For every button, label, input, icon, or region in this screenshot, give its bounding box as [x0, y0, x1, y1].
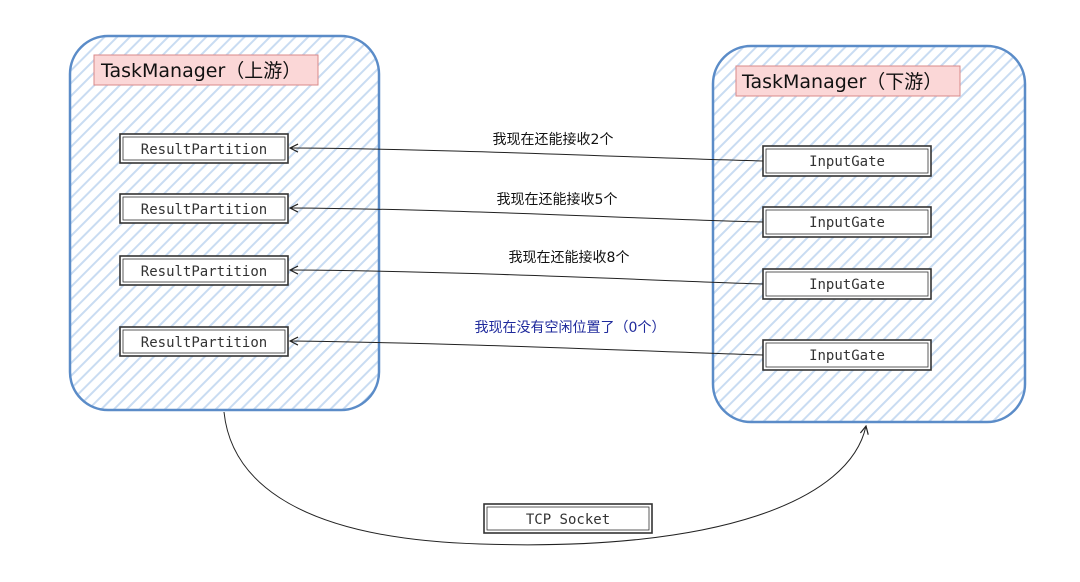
result-partition-3: ResultPartition — [119, 255, 289, 286]
input-gate-label: InputGate — [809, 215, 885, 231]
upstream-title: TaskManager（上游） — [100, 60, 301, 82]
downstream-title: TaskManager（下游） — [741, 71, 942, 93]
upstream-title-box — [93, 54, 319, 86]
result-partition-4: ResultPartition — [119, 326, 289, 357]
credit-message-3: 我现在还能接收8个 — [509, 249, 630, 266]
input-gate-3: InputGate — [762, 268, 932, 300]
result-partition-label: ResultPartition — [141, 142, 267, 158]
result-partition-label: ResultPartition — [141, 202, 267, 218]
credit-message-2: 我现在还能接收5个 — [497, 191, 618, 208]
tcp-socket-label: TCP Socket — [526, 512, 610, 528]
result-partition-2: ResultPartition — [119, 193, 289, 224]
credit-arrow-1 — [290, 148, 764, 162]
input-gate-2: InputGate — [762, 206, 932, 238]
credit-arrow-2 — [290, 208, 764, 223]
downstream-title-box — [735, 65, 961, 97]
tcp-connection-curve — [223, 411, 866, 546]
credit-arrow-3 — [290, 270, 764, 285]
tcp-socket-box: TCP Socket — [483, 503, 653, 534]
result-partition-label: ResultPartition — [141, 335, 267, 351]
input-gate-label: InputGate — [809, 154, 885, 170]
result-partition-1: ResultPartition — [119, 133, 289, 164]
input-gate-4: InputGate — [762, 339, 932, 371]
input-gate-label: InputGate — [809, 277, 885, 293]
result-partition-label: ResultPartition — [141, 264, 267, 280]
credit-message-4: 我现在没有空闲位置了（0个） — [475, 320, 666, 336]
input-gate-1: InputGate — [762, 145, 932, 177]
credit-arrow-4 — [290, 341, 764, 356]
credit-message-1: 我现在还能接收2个 — [493, 131, 614, 148]
input-gate-label: InputGate — [809, 348, 885, 364]
